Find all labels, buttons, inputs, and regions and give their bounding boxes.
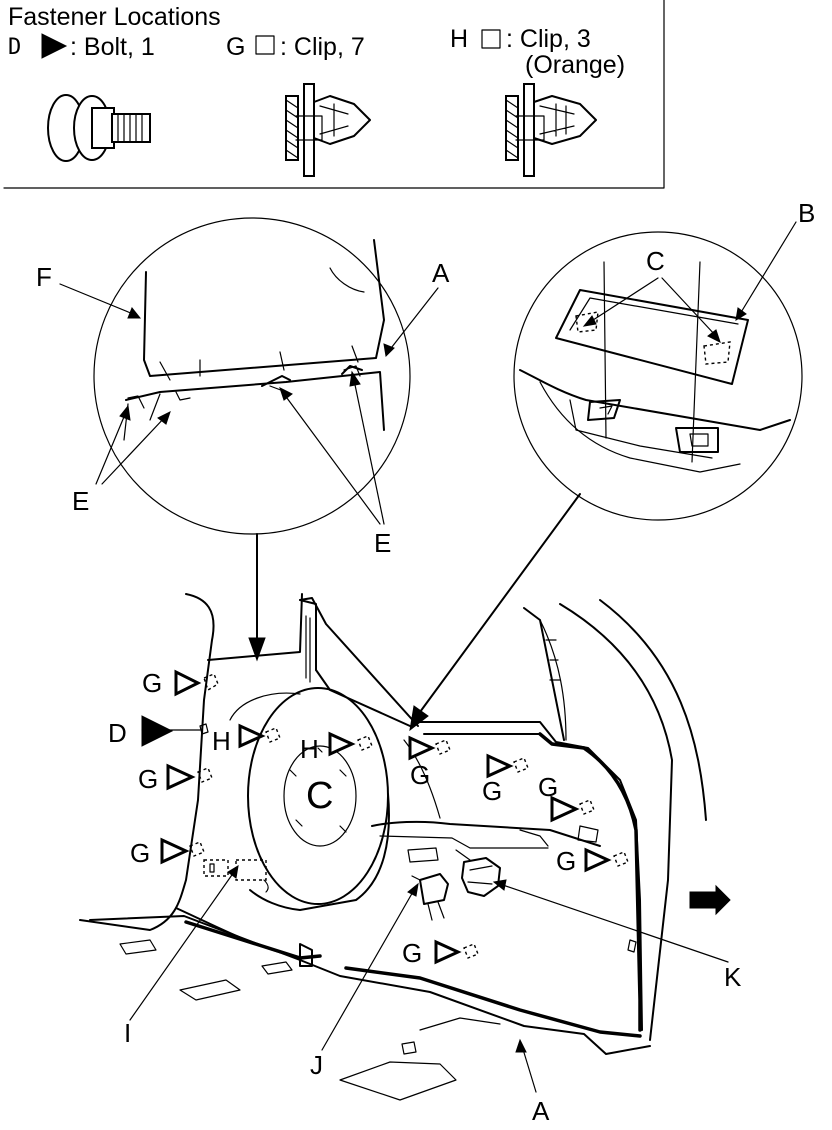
clip-h-marker-icon [238, 723, 266, 749]
clip-square-icon [481, 29, 501, 49]
wheel-label-c: C [306, 775, 333, 817]
clip-g-illustration [285, 83, 371, 177]
callout-g: G [138, 764, 158, 794]
detail-circle-left [93, 217, 411, 535]
legend-title: Fastener Locations [8, 3, 221, 31]
clip-g-marker-icon [550, 795, 580, 823]
legend-border [3, 0, 665, 189]
detail-view-right [513, 231, 803, 521]
callout-d: D [108, 718, 127, 748]
callout-g: G [556, 846, 576, 876]
callout-b: B [798, 198, 815, 228]
fastener-markers [141, 669, 629, 965]
callout-h: H [212, 726, 231, 756]
callout-g: G [142, 668, 162, 698]
callout-g: G [538, 772, 558, 802]
bolt-triangle-icon [41, 33, 68, 59]
legend-code-g: G [226, 33, 245, 61]
clip-g-marker-icon [160, 837, 190, 865]
clip-h-illustration [505, 83, 597, 177]
bolt-d-marker-icon [141, 715, 174, 747]
clip-g-marker-icon [174, 669, 202, 697]
callout-c: C [646, 246, 665, 276]
clip-square-icon [255, 35, 275, 55]
bolt-illustration [47, 94, 151, 162]
clip-g-marker-icon [584, 847, 612, 873]
forward-arrow-icon [689, 884, 731, 916]
callout-k: K [724, 962, 742, 992]
legend-label-bolt: : Bolt, 1 [70, 33, 155, 61]
callout-g: G [410, 760, 430, 790]
legend-code-h: H [450, 25, 468, 53]
callout-f: F [36, 262, 52, 292]
callout-h: H [300, 734, 319, 764]
callout-g: G [482, 776, 502, 806]
legend-label-clip-h: : Clip, 3 [506, 25, 591, 53]
callout-e-left: E [72, 486, 89, 516]
callout-a-top: A [432, 258, 450, 288]
leader-lines [59, 221, 797, 1093]
down-arrow-icon [248, 637, 266, 662]
main-body-view [79, 593, 731, 1101]
fastener-legend: Fastener Locations D : Bolt, 1 G : Clip,… [3, 0, 665, 189]
callout-e-right: E [374, 528, 391, 558]
clip-g-marker-icon [486, 753, 514, 779]
clip-h-marker-icon [328, 731, 356, 757]
callout-labels: F A E E B C G D H H G G G G G G G C I J … [36, 198, 815, 1126]
callout-i: I [124, 1018, 131, 1048]
pointer-arrow-icon [409, 705, 429, 732]
clip-g-marker-icon [434, 939, 462, 965]
callout-j: J [310, 1050, 323, 1080]
clip-g-marker-icon [166, 763, 196, 791]
legend-note-orange: (Orange) [525, 51, 625, 79]
legend-code-d: D [8, 35, 21, 60]
clip-g-marker-icon [408, 735, 436, 761]
callout-g: G [130, 838, 150, 868]
detail-view-left [93, 217, 411, 535]
callout-a-bottom: A [532, 1096, 550, 1126]
legend-label-clip-g: : Clip, 7 [280, 33, 365, 61]
callout-g: G [402, 938, 422, 968]
detail-circle-right [513, 231, 803, 521]
